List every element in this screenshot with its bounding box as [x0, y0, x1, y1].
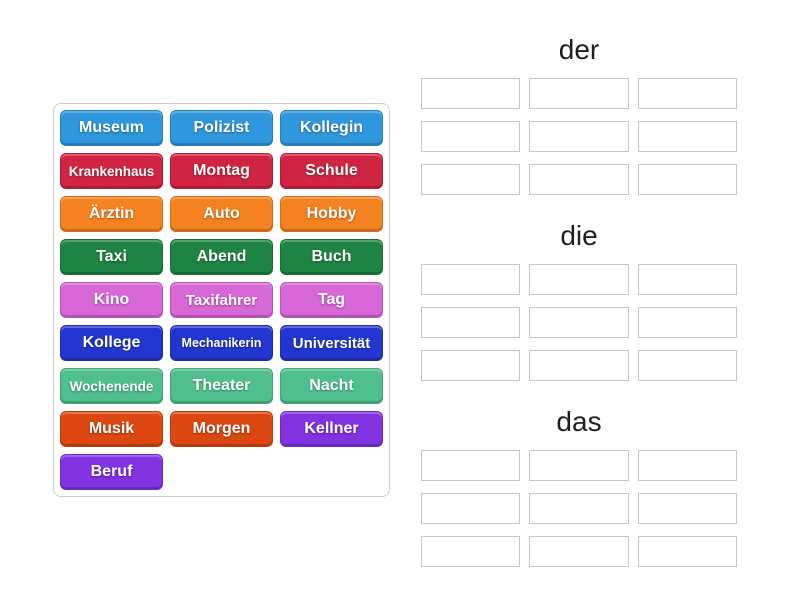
word-tile[interactable]: Abend	[170, 239, 273, 275]
empty-slot[interactable]	[529, 121, 629, 152]
empty-slot[interactable]	[637, 536, 737, 567]
word-tile[interactable]: Buch	[280, 239, 383, 275]
word-tile[interactable]: Nacht	[280, 368, 383, 404]
empty-slot[interactable]	[529, 350, 629, 381]
word-tile[interactable]: Montag	[170, 153, 273, 189]
word-tile[interactable]: Mechanikerin	[170, 325, 273, 361]
group-die: die	[421, 219, 737, 381]
group-das: das	[421, 405, 737, 567]
empty-slot[interactable]	[529, 264, 629, 295]
word-tile[interactable]: Museum	[60, 110, 163, 146]
group-der: der	[421, 33, 737, 195]
empty-slot[interactable]	[637, 450, 737, 481]
word-tile[interactable]: Theater	[170, 368, 273, 404]
word-tile[interactable]: Universität	[280, 325, 383, 361]
group-slot-grid	[421, 450, 737, 567]
word-tile[interactable]: Kellner	[280, 411, 383, 447]
empty-slot[interactable]	[637, 493, 737, 524]
empty-slot[interactable]	[421, 264, 521, 295]
empty-slot[interactable]	[421, 536, 521, 567]
word-tile[interactable]: Schule	[280, 153, 383, 189]
empty-slot[interactable]	[637, 307, 737, 338]
empty-slot[interactable]	[529, 536, 629, 567]
word-tile[interactable]: Kollegin	[280, 110, 383, 146]
word-tile[interactable]: Polizist	[170, 110, 273, 146]
empty-slot[interactable]	[421, 450, 521, 481]
empty-slot[interactable]	[637, 350, 737, 381]
word-tile[interactable]: Tag	[280, 282, 383, 318]
group-slot-grid	[421, 264, 737, 381]
empty-slot[interactable]	[637, 164, 737, 195]
word-tile[interactable]: Taxifahrer	[170, 282, 273, 318]
empty-slot[interactable]	[637, 264, 737, 295]
word-tile[interactable]: Wochenende	[60, 368, 163, 404]
sort-groups: der die das	[421, 33, 737, 591]
empty-slot[interactable]	[529, 164, 629, 195]
empty-slot[interactable]	[637, 121, 737, 152]
empty-slot[interactable]	[529, 307, 629, 338]
word-tile[interactable]: Krankenhaus	[60, 153, 163, 189]
empty-slot[interactable]	[421, 493, 521, 524]
empty-slot[interactable]	[421, 78, 521, 109]
word-tile[interactable]: Morgen	[170, 411, 273, 447]
empty-slot[interactable]	[529, 450, 629, 481]
empty-slot[interactable]	[421, 350, 521, 381]
word-tile[interactable]: Auto	[170, 196, 273, 232]
empty-slot[interactable]	[421, 307, 521, 338]
group-title: der	[558, 34, 600, 65]
group-title: die	[560, 220, 598, 251]
empty-slot[interactable]	[529, 78, 629, 109]
group-slot-grid	[421, 78, 737, 195]
empty-slot[interactable]	[529, 493, 629, 524]
word-tile[interactable]: Kino	[60, 282, 163, 318]
group-title: das	[556, 406, 602, 437]
word-tile[interactable]: Beruf	[60, 454, 163, 490]
word-tile[interactable]: Hobby	[280, 196, 383, 232]
empty-slot[interactable]	[421, 164, 521, 195]
word-tile[interactable]: Ärztin	[60, 196, 163, 232]
empty-slot[interactable]	[637, 78, 737, 109]
word-tile[interactable]: Taxi	[60, 239, 163, 275]
empty-slot[interactable]	[421, 121, 521, 152]
word-tile[interactable]: Kollege	[60, 325, 163, 361]
word-tile[interactable]: Musik	[60, 411, 163, 447]
